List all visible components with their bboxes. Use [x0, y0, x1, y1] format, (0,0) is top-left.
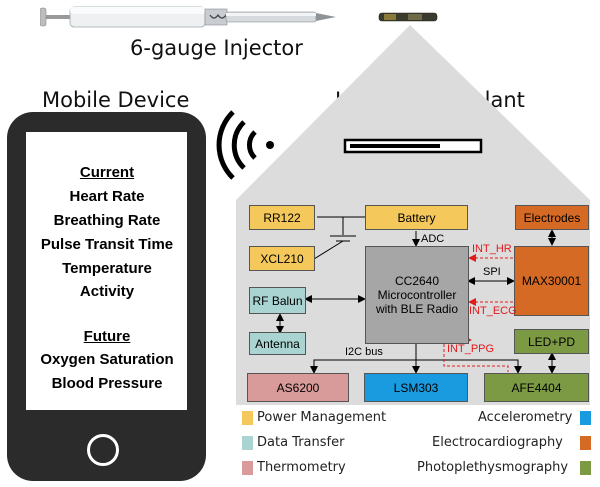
legend-power-management: Power Management: [257, 410, 387, 425]
legend-thermometry: Thermometry: [257, 460, 346, 475]
future-item: Oxygen Saturation: [40, 351, 174, 368]
current-item: Breathing Rate: [53, 212, 161, 229]
future-item: Blood Pressure: [51, 375, 163, 392]
legend-photoplethysmography: Photoplethysmography: [417, 460, 569, 475]
block-as6200: AS6200: [247, 373, 349, 402]
current-header: Current: [79, 164, 135, 181]
block-battery-label: Battery: [397, 210, 436, 225]
block-xcl210: XCL210: [249, 246, 315, 271]
current-item: Heart Rate: [69, 188, 145, 205]
signal-adc: ADC: [421, 233, 445, 245]
legend-swatch-accel: [580, 411, 591, 425]
legend-swatch-ppg: [580, 461, 591, 475]
block-cc2640: CC2640 Microcontroller with BLE Radio: [365, 246, 469, 344]
signal-int-ecg: INT_ECG: [469, 305, 517, 317]
block-antenna-label: Antenna: [255, 336, 300, 351]
block-lsm303-label: LSM303: [393, 380, 439, 395]
injector-title: 6-gauge Injector: [130, 36, 303, 60]
phone-screen: [26, 132, 187, 410]
block-rf-balun-label: RF Balun: [252, 293, 303, 308]
legend-swatch-power: [242, 411, 253, 425]
current-item: Temperature: [62, 260, 152, 277]
block-afe4404: AFE4404: [484, 373, 589, 402]
legend-electrocardiography: Electrocardiography: [432, 435, 563, 450]
current-item: Activity: [79, 283, 135, 300]
legend-swatch-data: [242, 436, 253, 450]
signal-i2c-bus: I2C bus: [345, 346, 383, 358]
block-max30001-label: MAX30001: [521, 274, 582, 288]
block-afe4404-label: AFE4404: [511, 380, 562, 395]
block-battery: Battery: [365, 205, 468, 230]
block-cc2640-label: CC2640 Microcontroller with BLE Radio: [375, 274, 459, 316]
home-button[interactable]: [87, 434, 119, 466]
future-header: Future: [83, 328, 131, 345]
mobile-device-title: Mobile Device: [42, 88, 190, 112]
current-item: Pulse Transit Time: [40, 236, 174, 253]
legend-data-transfer: Data Transfer: [257, 435, 345, 450]
legend-swatch-ecg: [580, 436, 591, 450]
block-max30001: MAX30001: [514, 246, 589, 316]
signal-int-hr: INT_HR: [472, 243, 512, 255]
block-lsm303: LSM303: [364, 373, 468, 402]
block-electrodes: Electrodes: [515, 205, 589, 230]
legend-accelerometry: Accelerometry: [478, 410, 573, 425]
block-xcl210-label: XCL210: [260, 251, 304, 266]
signal-int-ppg: INT_PPG: [447, 343, 495, 355]
mobile-device: [7, 112, 206, 481]
block-rr122: RR122: [249, 205, 315, 230]
block-electrodes-label: Electrodes: [523, 210, 581, 225]
block-rf-balun: RF Balun: [249, 287, 306, 314]
block-rr122-label: RR122: [263, 210, 301, 225]
syringe-illustration: [40, 6, 336, 28]
wireless-icon: [216, 110, 274, 180]
signal-spi: SPI: [483, 266, 501, 278]
implant-capsule-image: [378, 12, 438, 22]
block-as6200-label: AS6200: [276, 380, 320, 395]
block-led-pd: LED+PD: [514, 329, 589, 354]
block-antenna: Antenna: [249, 332, 306, 355]
block-led-pd-label: LED+PD: [527, 334, 576, 349]
implant-side-view: [343, 138, 483, 154]
legend-swatch-thermo: [242, 461, 253, 475]
